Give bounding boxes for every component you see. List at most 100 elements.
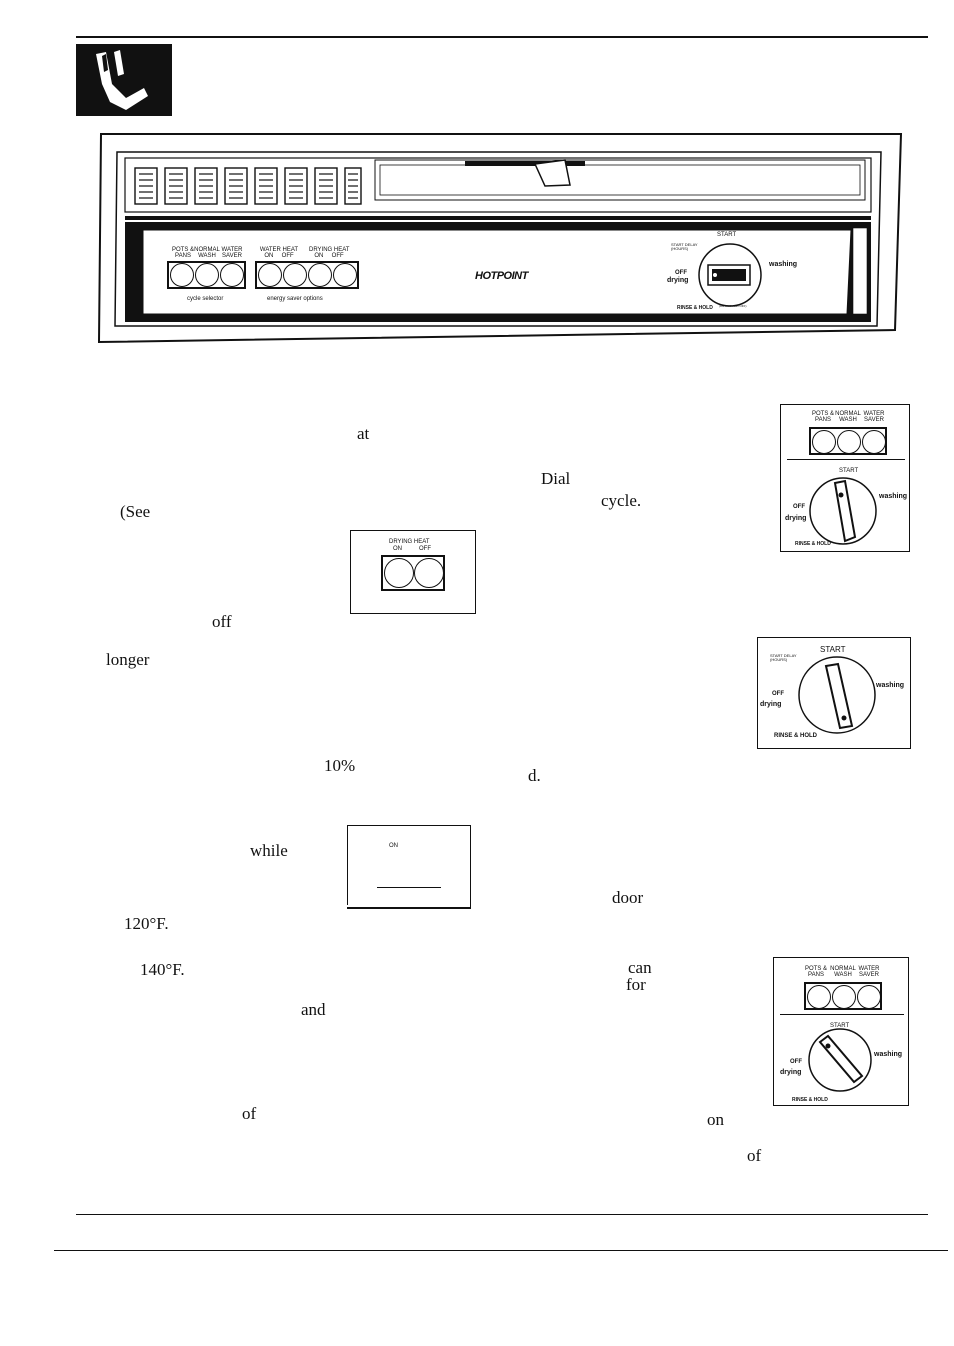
mini3-pots-button[interactable]	[807, 985, 831, 1009]
mini2-drying-label: drying	[760, 701, 782, 708]
mini1-drying-label: drying	[785, 515, 807, 522]
mini1-button-group	[809, 427, 887, 455]
text-fragment-cycle: cycle.	[601, 491, 642, 510]
water-heat-box-right	[470, 825, 471, 909]
mini2-washing-label: washing	[876, 682, 905, 689]
panel-label-water-heat: WATER HEAT ON OFF	[259, 247, 299, 259]
water-saver-button[interactable]	[220, 263, 244, 287]
mini-panel-normal-wash: POTS & PANS NORMAL WASH WATER SAVER STAR…	[780, 404, 910, 552]
cycle-dial[interactable]	[695, 240, 765, 310]
drying-heat-on-button[interactable]	[308, 263, 332, 287]
text-fragment-for: for	[626, 975, 646, 994]
mini3-off-label: OFF	[790, 1059, 802, 1065]
water-heat-on-button[interactable]	[258, 263, 282, 287]
water-heat-on-label: ON	[389, 843, 398, 849]
text-fragment-can: can	[628, 958, 652, 977]
water-heat-off-button[interactable]	[283, 263, 307, 287]
water-heat-box-top	[347, 825, 471, 826]
mini3-label-normal: NORMAL WASH	[830, 966, 856, 978]
cycle-selector-label: cycle selector	[187, 296, 224, 302]
mini2-rinse-label: RINSE & HOLD	[774, 733, 818, 739]
panel-label-pots-pans: POTS & PANS	[171, 247, 194, 259]
vent-grille	[133, 166, 363, 206]
normal-wash-button[interactable]	[195, 263, 219, 287]
drying-heat-off-large-button[interactable]	[414, 558, 444, 588]
mini3-dial[interactable]	[806, 1026, 874, 1094]
text-fragment-and: and	[301, 1000, 326, 1019]
mini1-pots-button[interactable]	[812, 430, 836, 454]
drying-heat-title: DRYING HEAT	[389, 539, 430, 545]
drying-heat-off-label: OFF	[419, 546, 431, 552]
energy-button-group	[255, 261, 359, 289]
water-heat-box-bottom	[347, 907, 471, 909]
mini3-divider	[780, 1014, 904, 1015]
dial-delay-label: START DELAY (HOURS)	[671, 242, 698, 251]
mini-panel-dial-off: START START DELAY (HOURS) OFF drying was…	[757, 637, 911, 749]
text-fragment-while: while	[250, 841, 288, 860]
text-fragment-of-1: of	[242, 1104, 257, 1123]
dial-rinse-hold-label: RINSE & HOLD	[677, 305, 713, 311]
mini1-dial[interactable]	[807, 475, 879, 547]
text-fragment-ten-percent: 10%	[324, 756, 356, 775]
text-fragment-120f: 120°F.	[124, 914, 169, 933]
mini3-button-group	[804, 982, 882, 1010]
footer-rule-1	[76, 1214, 928, 1215]
mini3-label-pots: POTS & PANS	[804, 966, 827, 978]
mini1-washing-label: washing	[879, 493, 908, 500]
text-fragment-at: at	[357, 424, 370, 443]
text-fragment-on: on	[707, 1110, 724, 1129]
cycle-button-group	[167, 261, 246, 289]
panel-label-normal-wash: NORMAL WASH	[194, 247, 220, 259]
mini2-off-label: OFF	[772, 691, 784, 697]
mini2-dial[interactable]	[796, 654, 878, 736]
drying-heat-off-button[interactable]	[333, 263, 357, 287]
mini1-normal-button[interactable]	[837, 430, 861, 454]
text-fragment-door: door	[612, 888, 644, 907]
mini3-water-button[interactable]	[857, 985, 881, 1009]
dial-start-label: START	[717, 232, 737, 238]
text-fragment-off: off	[212, 612, 232, 631]
mini2-start-label: START	[820, 645, 846, 654]
mini3-drying-label: drying	[780, 1069, 802, 1076]
dial-rinse-hold-note: (DRYING AND OFF)	[719, 304, 747, 308]
hand-pressing-button-icon	[76, 44, 172, 116]
mini1-off-label: OFF	[793, 504, 805, 510]
text-fragment-longer: longer	[106, 650, 150, 669]
text-fragment-of-2: of	[747, 1146, 762, 1165]
mini1-label-water: WATER SAVER	[863, 411, 885, 423]
drying-heat-box: DRYING HEAT ON OFF	[350, 530, 476, 614]
mini2-delay-label: START DELAY (HOURS)	[770, 653, 797, 662]
mini-panel-water-saver: POTS & PANS NORMAL WASH WATER SAVER STAR…	[773, 957, 909, 1106]
pots-pans-button[interactable]	[170, 263, 194, 287]
brand-logo: HOTPOINT	[475, 270, 528, 282]
mini1-rinse-label: RINSE & HOLD	[795, 541, 831, 547]
header-rule	[76, 36, 928, 38]
mini3-start-label: START	[830, 1023, 850, 1029]
mini3-label-water: WATER SAVER	[858, 966, 880, 978]
text-fragment-140f: 140°F.	[140, 960, 185, 979]
text-fragment-dial: Dial	[541, 469, 571, 488]
text-fragment-d: d.	[528, 766, 541, 785]
drying-heat-on-large-button[interactable]	[384, 558, 414, 588]
control-panel-illustration: POTS & PANS NORMAL WASH WATER SAVER WATE…	[95, 130, 907, 344]
mini3-rinse-label: RINSE & HOLD	[792, 1097, 828, 1103]
dial-washing-label: washing	[769, 261, 798, 268]
mini3-normal-button[interactable]	[832, 985, 856, 1009]
mini1-start-label: START	[839, 468, 859, 474]
mini1-label-normal: NORMAL WASH	[835, 411, 861, 423]
dial-off-label: OFF	[675, 270, 687, 276]
mini1-label-pots: POTS & PANS	[811, 411, 834, 423]
footer-rule-2	[54, 1250, 948, 1251]
energy-saver-label: energy saver options	[267, 296, 323, 302]
water-heat-box: ON	[347, 825, 471, 909]
mini1-divider	[787, 459, 905, 460]
panel-label-drying-heat: DRYING HEAT ON OFF	[309, 247, 350, 259]
water-heat-box-inner-line	[377, 887, 441, 888]
drying-heat-on-label: ON	[393, 546, 402, 552]
panel-label-water-saver: WATER SAVER	[221, 247, 243, 259]
text-fragment-see: (See	[120, 502, 151, 521]
mini1-water-button[interactable]	[862, 430, 886, 454]
drying-heat-button-group	[381, 555, 445, 591]
water-heat-box-left	[347, 825, 348, 905]
dial-drying-label: drying	[667, 277, 689, 284]
